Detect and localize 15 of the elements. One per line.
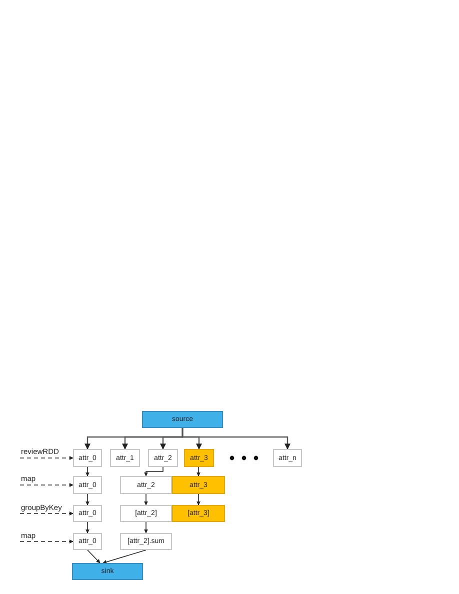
- arrow: [182, 428, 290, 450]
- dashed-arrow: [20, 512, 74, 516]
- dashed-arrow: [20, 540, 74, 544]
- arrow: [102, 550, 146, 564]
- dashed-arrow: [20, 456, 74, 460]
- arrow: [144, 466, 164, 476]
- arrow: [86, 522, 90, 534]
- arrow: [86, 466, 90, 476]
- arrow: [144, 522, 148, 534]
- arrow: [144, 494, 148, 506]
- arrow: [87, 550, 100, 564]
- arrow: [86, 494, 90, 506]
- arrow: [196, 466, 200, 476]
- arrow: [196, 494, 200, 506]
- dashed-arrow: [20, 483, 74, 487]
